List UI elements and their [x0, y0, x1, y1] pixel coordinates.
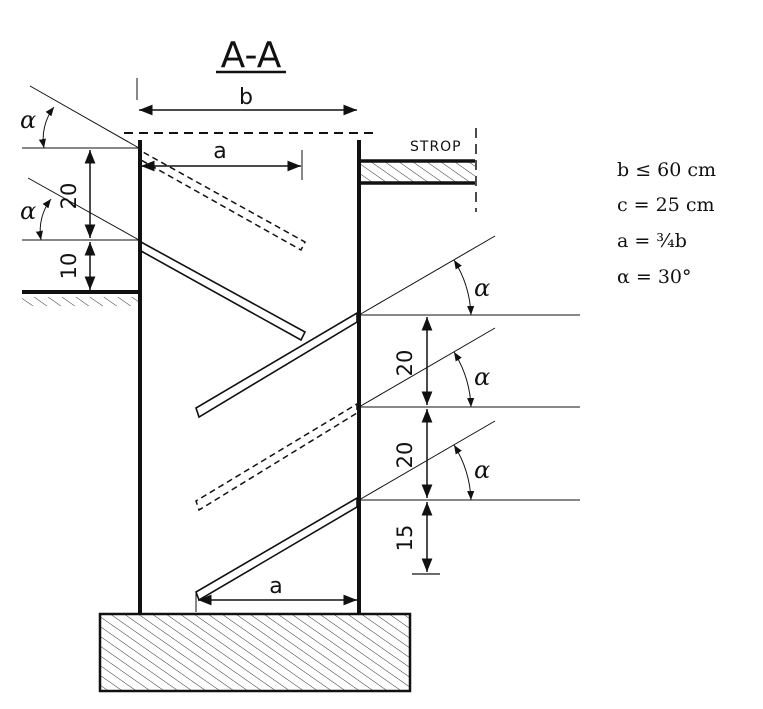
- dim-right-middle-label: 20: [393, 442, 417, 469]
- solid-bar-right-upper: [195, 311, 358, 419]
- alpha-arc-left-lower: [35, 198, 52, 241]
- b-label: b: [239, 85, 253, 110]
- incline-line-left-upper: [29, 85, 140, 149]
- alpha-label-right-2: α: [474, 363, 490, 391]
- ground-hatch: [22, 297, 139, 306]
- alpha-arc-right-2: [453, 351, 475, 408]
- legend-line-alpha: α = 30°: [617, 266, 692, 288]
- dim-right-lower-label: 15: [393, 525, 417, 552]
- a-bottom-label: a: [269, 574, 282, 599]
- a-top-label: a: [213, 139, 226, 164]
- dim-left-upper-label: 20: [57, 183, 81, 210]
- incline-line-left-lower: [27, 177, 140, 241]
- alpha-arc-right-3: [453, 444, 475, 501]
- foundation: [98, 612, 412, 693]
- solid-bar-left: [140, 240, 307, 342]
- legend: b ≤ 60 cm c = 25 cm a = ¾b α = 30°: [617, 159, 716, 288]
- dim-left-lower-label: 10: [57, 253, 81, 280]
- alpha-label-right-3: α: [474, 456, 490, 484]
- incline-line-right-1: [358, 235, 496, 316]
- legend-line-a: a = ¾b: [617, 230, 687, 252]
- section-title: A-A: [221, 35, 282, 76]
- alpha-arc-left-upper: [38, 106, 55, 149]
- alpha-label-left-upper: α: [20, 106, 36, 134]
- alpha-label-left-lower: α: [20, 197, 36, 225]
- dim-right-upper-label: 20: [393, 350, 417, 377]
- strop-label: STROP: [410, 139, 462, 155]
- dashed-bar-right-middle: [195, 402, 358, 512]
- legend-line-b: b ≤ 60 cm: [617, 159, 716, 181]
- legend-line-c: c = 25 cm: [617, 194, 715, 216]
- alpha-arc-right-1: [453, 259, 475, 316]
- alpha-label-right-1: α: [474, 274, 490, 302]
- dashed-bar-top: [140, 149, 306, 252]
- strop-slab: [361, 162, 475, 182]
